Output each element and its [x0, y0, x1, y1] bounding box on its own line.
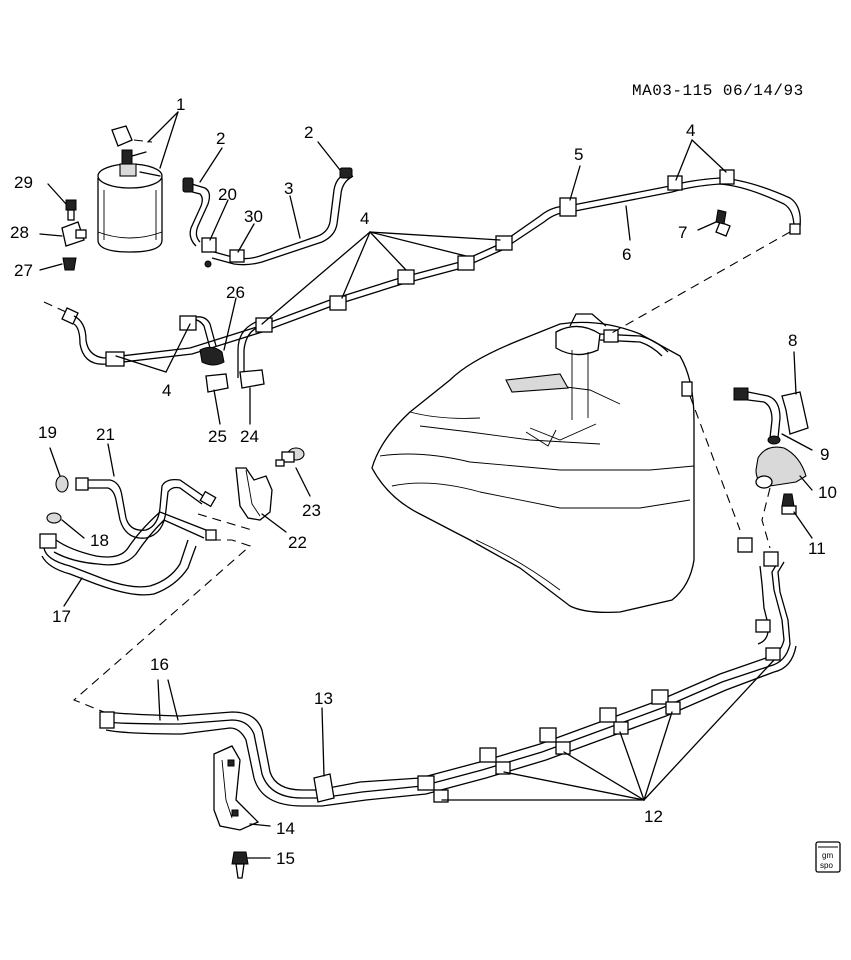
callout-numbers: 1 2 2 3 4 4 4 5 6 7 8 9 10 11 12 13 14 1…	[10, 95, 837, 868]
callout-24: 24	[240, 427, 259, 446]
vapor-hose-part-2-left	[182, 147, 223, 247]
callout-4: 4	[686, 121, 695, 140]
logo-text-gm: gm	[822, 851, 833, 860]
callout-23: 23	[302, 501, 321, 520]
line-clips-part-12	[417, 647, 781, 803]
bracket-part-14	[213, 745, 271, 831]
clip-part-13	[313, 707, 335, 803]
canister-connector-part-1	[133, 111, 179, 169]
vapor-hose-part-2-right	[317, 141, 354, 243]
vapor-tube-part-3	[211, 195, 323, 266]
callout-3: 3	[284, 179, 293, 198]
callout-4: 4	[162, 381, 171, 400]
fitting-part-11	[781, 493, 813, 539]
callout-5: 5	[574, 145, 583, 164]
gm-spo-logo: gm spo	[815, 841, 841, 873]
ring-part-18	[46, 512, 85, 539]
line-clips-part-4	[105, 139, 735, 373]
line-part-6	[625, 205, 631, 241]
callout-4: 4	[360, 209, 369, 228]
callout-10: 10	[818, 483, 837, 502]
bolt-part-29	[47, 183, 77, 221]
callout-15: 15	[276, 849, 295, 868]
callout-8: 8	[788, 331, 797, 350]
callout-16: 16	[150, 655, 169, 674]
callout-11: 11	[808, 539, 826, 558]
fuel-tank	[371, 313, 695, 614]
fuel-pipe-part-21	[75, 443, 217, 539]
diagram-reference-code: MA03-115 06/14/93	[632, 82, 804, 100]
clip-part-30	[204, 223, 255, 268]
leader-dashed-lines	[72, 231, 791, 713]
callout-2: 2	[304, 123, 313, 142]
logo-text-spo: spo	[820, 861, 833, 870]
callout-27: 27	[14, 261, 33, 280]
evap-canister	[97, 125, 163, 253]
callout-13: 13	[314, 689, 333, 708]
clip-part-25	[205, 373, 229, 425]
callout-22: 22	[288, 533, 307, 552]
clip-part-20	[201, 199, 229, 253]
callout-30: 30	[244, 207, 263, 226]
bolt-part-23	[275, 447, 311, 497]
callout-29: 29	[14, 173, 33, 192]
fuel-pipe-part-17	[39, 511, 217, 607]
callout-26: 26	[226, 283, 245, 302]
bracket-part-28	[39, 221, 87, 247]
ring-part-19	[49, 447, 69, 493]
nut-part-27	[39, 257, 77, 271]
callout-28: 28	[10, 223, 29, 242]
callout-6: 6	[622, 245, 631, 264]
callout-12: 12	[644, 807, 663, 826]
callout-2: 2	[216, 129, 225, 148]
callout-17: 17	[52, 607, 71, 626]
fuel-lines-lower-part-16	[99, 537, 797, 807]
hose-part-9	[733, 387, 813, 451]
callout-19: 19	[38, 423, 57, 442]
callout-18: 18	[90, 531, 109, 550]
callout-1: 1	[176, 95, 185, 114]
callout-7: 7	[678, 223, 687, 242]
callout-25: 25	[208, 427, 227, 446]
screw-part-15	[231, 851, 271, 879]
clip-part-24	[239, 369, 265, 425]
bracket-part-8	[781, 351, 809, 435]
callout-21: 21	[96, 425, 115, 444]
fuel-filter-part-10	[755, 446, 813, 491]
clip-part-26	[199, 297, 237, 366]
callout-14: 14	[276, 819, 295, 838]
callout-9: 9	[820, 445, 829, 464]
screw-part-7	[697, 209, 731, 237]
callout-20: 20	[218, 185, 237, 204]
clip-part-5	[559, 165, 581, 217]
bracket-part-22	[235, 467, 287, 533]
